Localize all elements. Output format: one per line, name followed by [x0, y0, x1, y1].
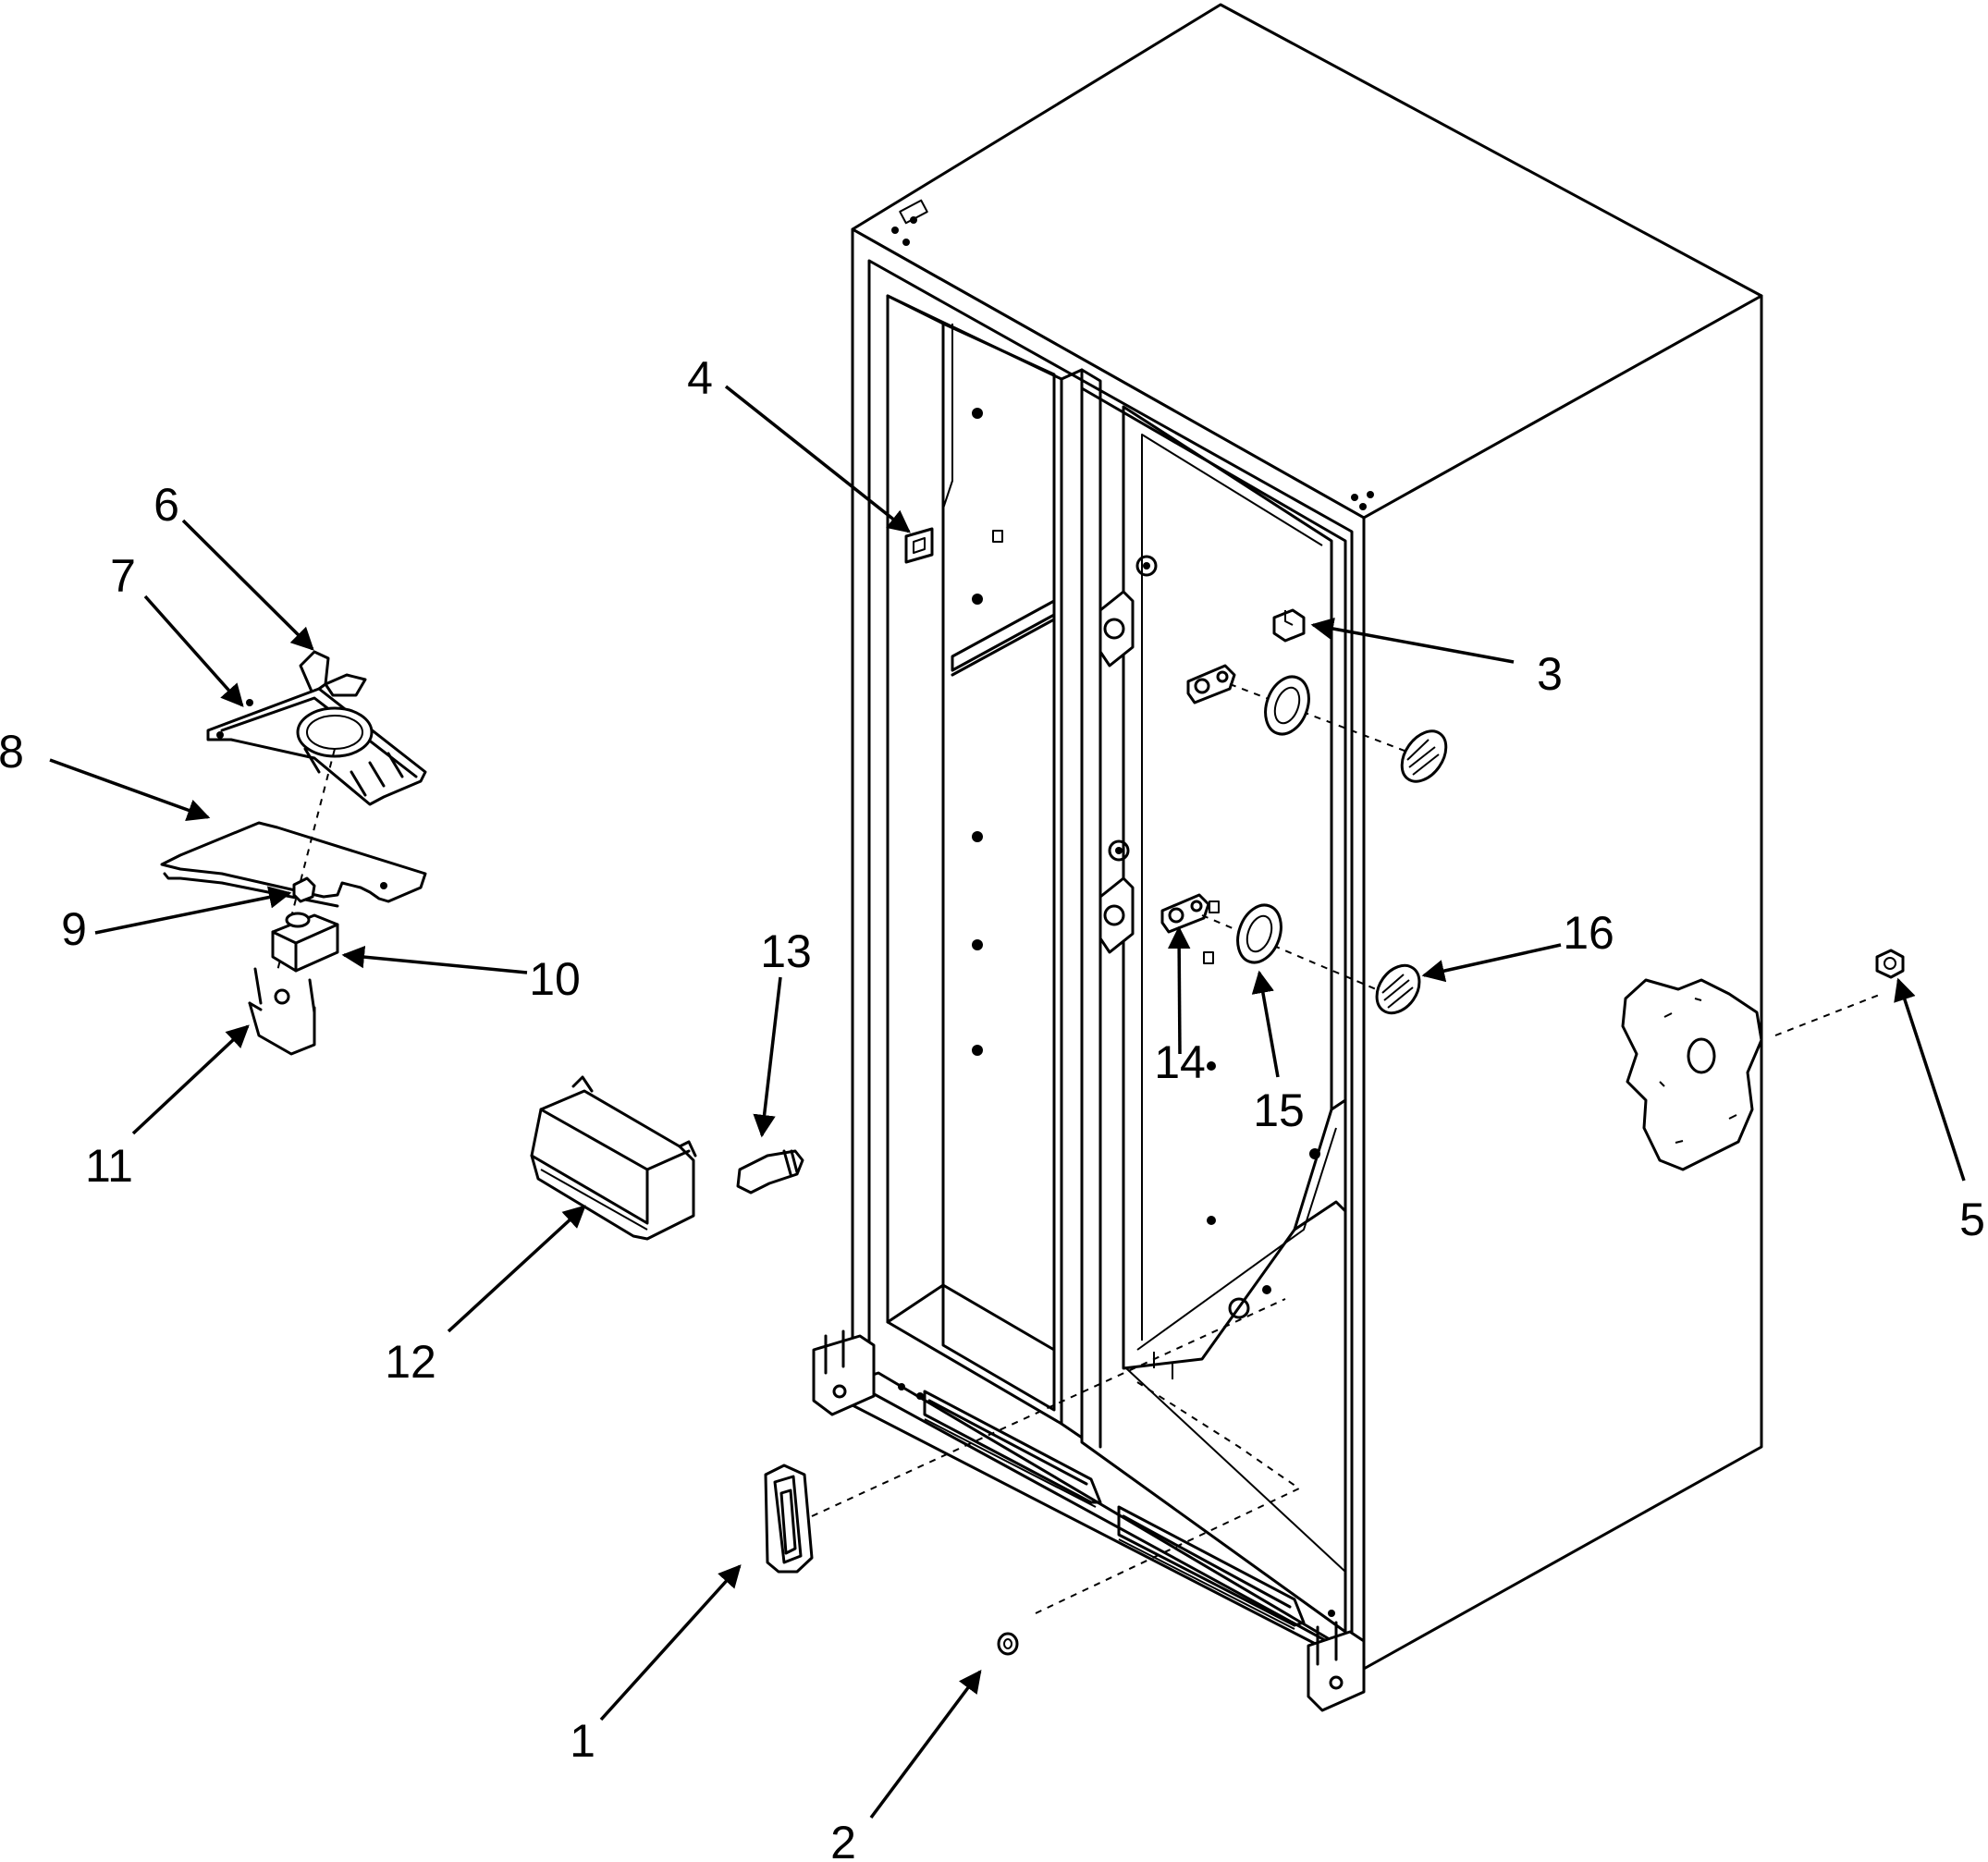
part-4-switch: [904, 527, 934, 564]
part-13-light-bulb: [736, 1149, 804, 1194]
part-8-wire-bracket: [160, 821, 427, 908]
callout-3: 3: [1537, 648, 1563, 700]
callout-7: 7: [110, 550, 136, 602]
callout-6: 6: [153, 479, 179, 531]
leader-6: [181, 519, 314, 651]
leader-10: [341, 945, 528, 974]
insulation-patch: [1621, 978, 1763, 1171]
leader-1: [599, 1564, 742, 1721]
leveling-leg-right: [1307, 1621, 1366, 1712]
leader-3: [1310, 617, 1515, 664]
callout-2: 2: [830, 1817, 856, 1862]
callout-12: 12: [385, 1336, 436, 1388]
refrigerator-cabinet: [811, 3, 1883, 1712]
leader-7: [143, 594, 244, 707]
callout-labels: 1 2 3 4 5 6 7 8 9 10 11 12 13 14 15 16: [0, 352, 1985, 1862]
part-12-light-shield: [530, 1075, 697, 1241]
part-9-nut: [292, 876, 316, 903]
leader-13: [753, 976, 782, 1138]
callout-16: 16: [1563, 907, 1614, 959]
hinge-bracket-lower: [1098, 839, 1135, 954]
leader-16: [1421, 943, 1562, 983]
leveling-leg-left: [812, 1329, 876, 1416]
part-11-motor-bracket: [248, 967, 316, 1056]
callout-9: 9: [61, 903, 87, 955]
upper-light-assembly: [1186, 664, 1448, 783]
leader-4: [724, 385, 911, 533]
part-10-fan-motor: [271, 912, 339, 973]
leader-5: [1894, 977, 1966, 1182]
leader-11: [131, 1024, 250, 1135]
callout-leaders: [49, 385, 1966, 1819]
callout-11: 11: [85, 1140, 133, 1192]
leader-2: [869, 1670, 982, 1819]
leader-9: [94, 886, 292, 935]
leader-12: [447, 1205, 586, 1333]
callout-13: 13: [760, 925, 812, 977]
callout-15: 15: [1253, 1084, 1305, 1136]
callout-5: 5: [1959, 1194, 1985, 1245]
part-3-switch: [1272, 608, 1306, 643]
hinge-bracket-upper: [1098, 555, 1158, 668]
part-5-nut: [1875, 949, 1905, 979]
part-1-light-housing: [764, 1464, 814, 1574]
part-2-grommet: [997, 1632, 1019, 1656]
part-7-fan-shroud: [206, 687, 427, 806]
leader-8: [49, 758, 211, 822]
callout-14: 14: [1154, 1036, 1206, 1088]
callout-10: 10: [529, 953, 581, 1005]
leader-14: [1167, 925, 1191, 1055]
lower-light-assembly: [1160, 893, 1421, 1015]
callout-8: 8: [0, 726, 24, 778]
callout-1: 1: [570, 1715, 595, 1767]
callout-4: 4: [687, 352, 713, 404]
leader-15: [1251, 970, 1280, 1078]
